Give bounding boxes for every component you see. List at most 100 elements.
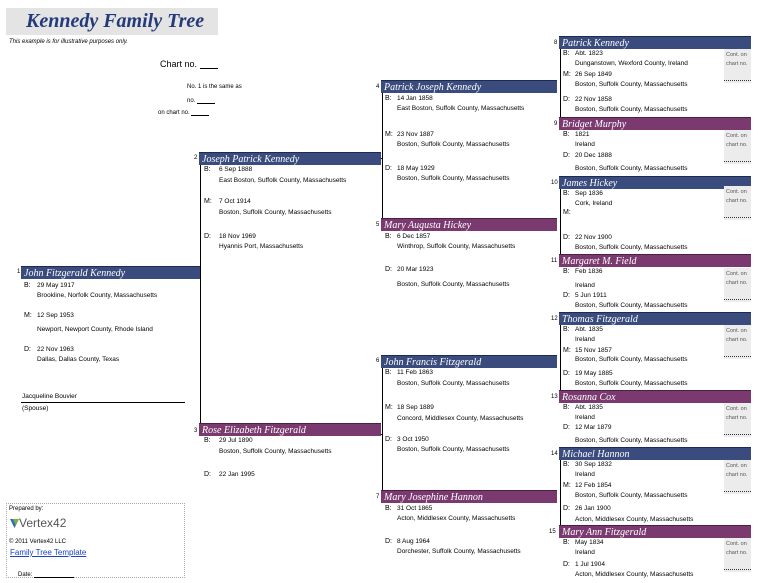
- died-place: Boston, Suffolk County, Massachusetts: [575, 302, 688, 309]
- born-label: B:: [563, 50, 570, 57]
- married-date: 12 Feb 1854: [575, 482, 612, 489]
- title-background: [6, 8, 218, 35]
- connector-gen3-bottom: [382, 366, 383, 500]
- connector-p2: [380, 158, 382, 159]
- connector-gen2: [200, 158, 201, 434]
- married-label: M:: [563, 347, 571, 354]
- prepared-by-box: [6, 503, 185, 578]
- person-number: 6: [376, 358, 380, 364]
- person-name-bar: Rosanna Cox: [559, 390, 751, 403]
- died-place: Boston, Suffolk County, Massachusetts: [575, 380, 688, 387]
- born-place: East Boston, Suffolk County, Massachuset…: [219, 177, 347, 184]
- married-date: 12 Sep 1953: [37, 312, 74, 319]
- died-date: 8 Aug 1964: [397, 538, 430, 545]
- died-label: D:: [385, 165, 392, 172]
- died-label: D:: [563, 234, 570, 241]
- born-place: Brookline, Norfolk County, Massachusetts: [37, 292, 158, 299]
- born-place: Boston, Suffolk County, Massachusetts: [219, 448, 332, 455]
- died-label: D:: [204, 471, 211, 478]
- born-date: 29 May 1917: [37, 282, 75, 289]
- person-number: 5: [376, 222, 380, 228]
- born-date: 6 Dec 1857: [397, 233, 431, 240]
- married-label: M:: [563, 482, 571, 489]
- connector-gen4-c: [560, 322, 561, 398]
- vertex42-logo-icon: [10, 519, 19, 528]
- born-label: B:: [204, 166, 211, 173]
- died-date: 12 Mar 1879: [575, 424, 612, 431]
- died-label: D:: [204, 233, 211, 240]
- person-name-bar: Patrick Joseph Kennedy: [381, 80, 557, 93]
- person-name-bar: Mary Josephine Hannon: [381, 490, 557, 503]
- born-date: 6 Sep 1888: [219, 166, 253, 173]
- died-label: D:: [24, 346, 31, 353]
- died-date: 18 Nov 1969: [219, 233, 256, 240]
- person-number: 8: [554, 40, 558, 46]
- family-tree-template-link[interactable]: Family Tree Template: [10, 548, 87, 557]
- person-name-bar: Margaret M. Field: [559, 254, 751, 267]
- born-date: Abt. 1823: [575, 50, 603, 57]
- died-label: D:: [563, 152, 570, 159]
- spouse-label: (Spouse): [22, 405, 49, 412]
- died-label: D:: [563, 292, 570, 299]
- died-label: D:: [385, 436, 392, 443]
- born-date: May 1834: [575, 539, 604, 546]
- no1-label-line3: on chart no.: [158, 108, 210, 116]
- vertex42-logo: Vertex42: [10, 516, 66, 530]
- born-date: Abt. 1835: [575, 404, 603, 411]
- page-title: Kennedy Family Tree: [26, 10, 205, 32]
- born-label: B:: [385, 369, 392, 376]
- no1-label-line2: no.: [187, 96, 216, 104]
- born-place: Boston, Suffolk County, Massachusetts: [397, 380, 510, 387]
- spouse-line: [21, 402, 185, 403]
- married-place: Boston, Suffolk County, Massachusetts: [219, 209, 332, 216]
- married-date: 23 Nov 1887: [397, 131, 434, 138]
- died-date: 20 Mar 1923: [397, 266, 434, 273]
- born-place: Ireland: [575, 414, 595, 421]
- copyright: © 2011 Vertex42 LLC: [9, 539, 67, 545]
- born-place: Ireland: [575, 471, 595, 478]
- born-label: B:: [563, 131, 570, 138]
- died-date: 26 Jan 1900: [575, 505, 611, 512]
- died-label: D:: [385, 538, 392, 545]
- born-date: Abt. 1835: [575, 326, 603, 333]
- person-name-bar: Patrick Kennedy: [559, 36, 751, 49]
- died-place: Boston, Suffolk County, Massachusetts: [575, 165, 688, 172]
- born-label: B:: [204, 437, 211, 444]
- born-date: Feb 1836: [575, 268, 603, 275]
- died-place: Boston, Suffolk County, Massachusetts: [397, 446, 510, 453]
- born-label: B:: [24, 282, 31, 289]
- person-number: 9: [554, 121, 558, 127]
- born-label: B:: [563, 268, 570, 275]
- married-date: 18 Sep 1889: [397, 404, 434, 411]
- died-label: D:: [563, 505, 570, 512]
- person-number: 15: [549, 529, 556, 535]
- disclaimer: This example is for illustrative purpose…: [9, 39, 128, 45]
- died-date: 22 Jan 1995: [219, 471, 255, 478]
- died-place: Dorchester, Suffolk County, Massachusett…: [397, 548, 521, 555]
- married-date: 7 Oct 1914: [219, 198, 251, 205]
- died-place: Boston, Suffolk County, Massachusetts: [575, 106, 688, 113]
- born-label: B:: [563, 404, 570, 411]
- born-place: Ireland: [575, 282, 595, 289]
- born-label: B:: [563, 326, 570, 333]
- born-place: Ireland: [575, 336, 595, 343]
- died-place: Boston, Suffolk County, Massachusetts: [397, 281, 510, 288]
- person-name-bar: Mary Augusta Hickey: [381, 218, 557, 231]
- married-label: M:: [385, 131, 393, 138]
- person-number: 2: [194, 155, 198, 161]
- connector-gen3-top: [382, 90, 383, 228]
- died-date: 22 Nov 1963: [37, 346, 74, 353]
- died-date: 18 May 1929: [397, 165, 435, 172]
- person-name-bar: Rose Elizabeth Fitzgerald: [199, 423, 381, 436]
- died-date: 20 Dec 1888: [575, 152, 612, 159]
- person-number: 7: [376, 494, 380, 500]
- born-date: 1821: [575, 131, 590, 138]
